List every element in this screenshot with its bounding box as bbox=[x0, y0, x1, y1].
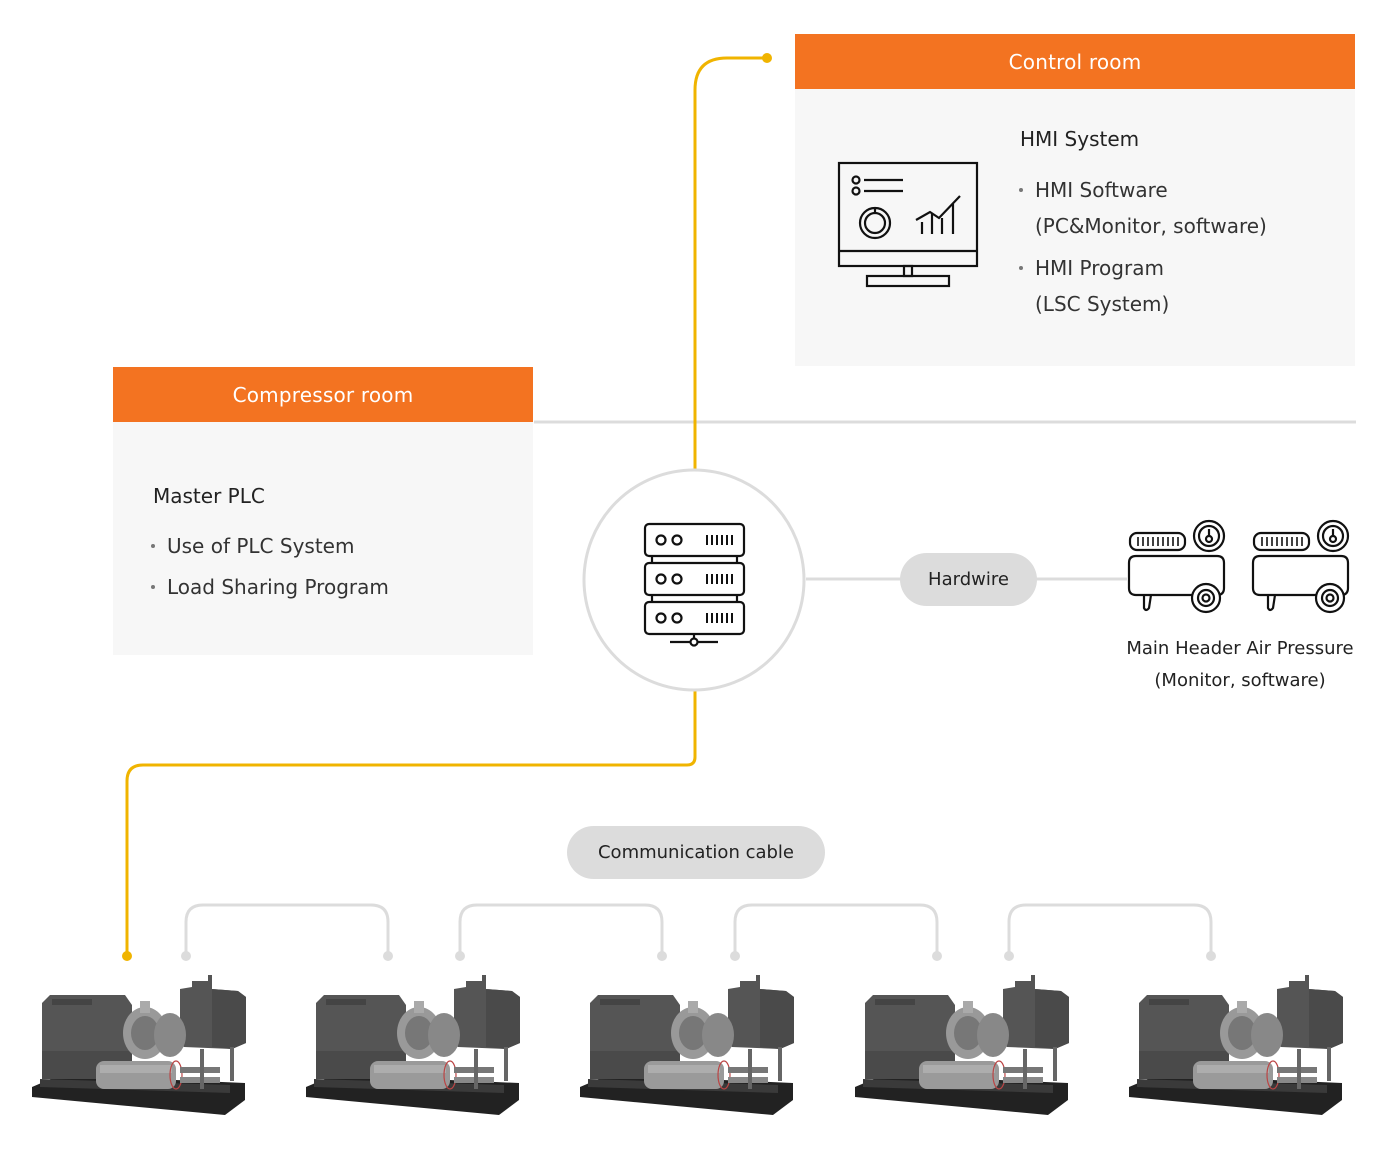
hmi-program-bullet: HMI Program (LSC System) bbox=[1019, 250, 1169, 322]
compressor-link-line bbox=[125, 690, 697, 956]
air-compressor-icon bbox=[1251, 519, 1350, 614]
cable-bracket-1 bbox=[184, 903, 390, 956]
bullet-dot bbox=[151, 543, 155, 548]
bullet-dot bbox=[1019, 265, 1023, 270]
cable-dot bbox=[932, 951, 942, 961]
compressor-unit-2 bbox=[306, 975, 520, 1115]
bullet-dot bbox=[151, 584, 155, 589]
hub-circle bbox=[582, 468, 806, 692]
air-compressor-icon bbox=[1127, 519, 1226, 614]
cable-dot bbox=[730, 951, 740, 961]
compressor-unit-4 bbox=[855, 975, 1069, 1115]
hmi-system-title: HMI System bbox=[1020, 127, 1140, 151]
compressor-unit-1 bbox=[32, 975, 246, 1115]
control-room-link-line bbox=[693, 56, 767, 470]
control-room-link-dot bbox=[762, 53, 772, 63]
cable-dot bbox=[383, 951, 393, 961]
communication-cable-brackets bbox=[184, 903, 1213, 956]
server-rack-icon bbox=[643, 522, 746, 647]
load-sharing-bullet: Load Sharing Program bbox=[151, 569, 389, 605]
cable-dot bbox=[1206, 951, 1216, 961]
compressor-unit-5 bbox=[1129, 975, 1343, 1115]
hardwire-label: Hardwire bbox=[900, 553, 1037, 606]
air-pressure-caption: Main Header Air Pressure (Monitor, softw… bbox=[1126, 638, 1354, 691]
communication-cable-label: Communication cable bbox=[567, 826, 825, 879]
cable-bracket-3 bbox=[733, 903, 939, 956]
hmi-monitor-icon bbox=[837, 161, 979, 288]
bullet-dot bbox=[1019, 187, 1023, 192]
control-room-panel bbox=[795, 34, 1355, 366]
cable-dot bbox=[657, 951, 667, 961]
master-plc-title: Master PLC bbox=[153, 484, 265, 508]
compressor-unit-3 bbox=[580, 975, 794, 1115]
plc-system-bullet: Use of PLC System bbox=[151, 528, 354, 564]
hmi-software-bullet: HMI Software (PC&Monitor, software) bbox=[1019, 172, 1267, 244]
compressor-room-header: Compressor room bbox=[113, 367, 533, 422]
cable-dot bbox=[1004, 951, 1014, 961]
cable-dot bbox=[455, 951, 465, 961]
compressor-link-dot bbox=[122, 951, 132, 961]
cable-bracket-2 bbox=[458, 903, 664, 956]
control-room-header: Control room bbox=[795, 34, 1355, 89]
cable-dot bbox=[181, 951, 191, 961]
cable-bracket-4 bbox=[1007, 903, 1213, 956]
